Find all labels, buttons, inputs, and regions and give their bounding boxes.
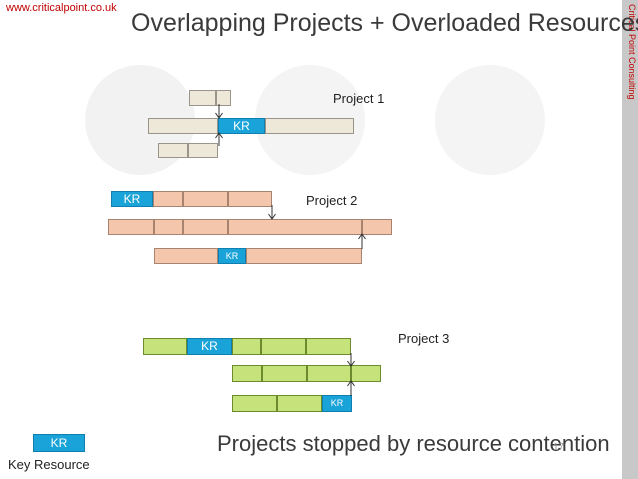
side-brand: Critical Point Consulting [627,4,637,100]
project-1-task [265,118,354,134]
project-2-task [183,219,228,235]
dependency-arrow [215,132,223,146]
project-3-task [262,365,307,382]
caption: Projects stopped by resource contention [217,431,610,456]
website-link[interactable]: www.criticalpoint.co.uk [6,2,117,14]
project-1-kr-task: KR [218,118,265,134]
project-3-task [307,365,351,382]
project-1-task [189,90,216,106]
project-1-task [188,143,218,158]
project-2-task [228,191,272,207]
dependency-arrow [268,205,276,220]
project-2-label: Project 2 [306,193,358,208]
page-title: Overlapping Projects + Overloaded Resour… [131,9,638,37]
project-3-kr-task: KR [187,338,232,355]
project-2-task [246,248,362,264]
dependency-arrow [215,104,223,119]
project-2-task [108,219,154,235]
project-3-task [232,365,262,382]
project-3-task [351,365,381,382]
project-3-label: Project 3 [398,331,450,346]
legend-label: Key Resource [8,457,90,472]
project-1-task [158,143,188,158]
legend-kr-swatch: KR [33,434,85,452]
dependency-arrow [347,353,355,367]
side-bar [622,0,638,479]
project-1-task [148,118,218,134]
dependency-arrow [347,380,355,396]
project-1-task [216,90,231,106]
project-3-task [143,338,187,355]
project-2-task [183,191,228,207]
project-2-task [362,219,392,235]
project-3-task [306,338,351,355]
page-number: 17 [553,442,565,453]
project-2-task [228,219,362,235]
project-3-task [277,395,322,412]
project-2-kr-task: KR [218,248,246,264]
project-3-task [261,338,306,355]
project-3-task [232,395,277,412]
project-2-task [154,248,218,264]
project-2-kr-task: KR [111,191,153,207]
project-3-task [232,338,261,355]
project-3-kr-task: KR [322,395,352,412]
project-2-task [154,219,183,235]
dependency-arrow [358,233,366,249]
project-1-label: Project 1 [333,91,385,106]
project-2-task [153,191,183,207]
